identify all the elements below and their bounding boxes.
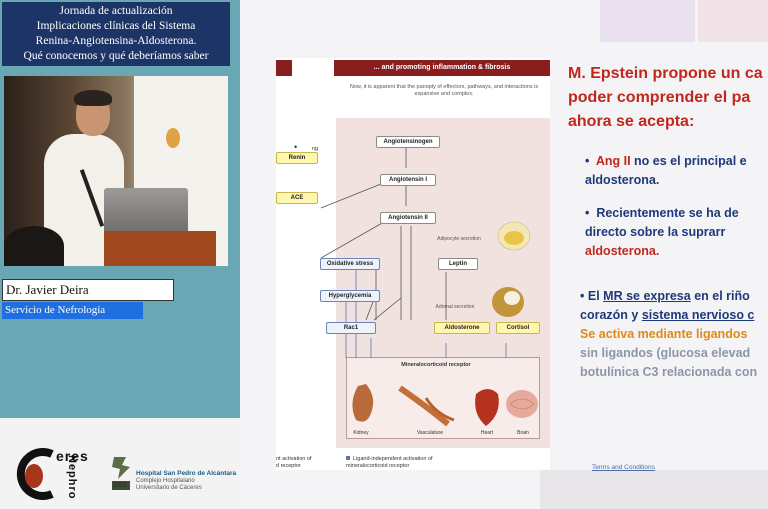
bullet-3: • El MR se expresa en el riño corazón y … — [580, 287, 757, 382]
legend-right-line2: mineralocorticoid receptor — [346, 463, 409, 469]
bullet-3-post: en el riño — [691, 289, 750, 303]
speaker-video — [4, 76, 228, 266]
event-title-line: Implicaciones clínicas del Sistema — [2, 19, 230, 34]
audience-head — [4, 226, 64, 266]
speaker-name: Dr. Javier Deira — [2, 279, 174, 301]
legend-left-line1: nt activation of — [276, 456, 311, 462]
slide-heading-line: M. Epstein propone un ca — [568, 62, 768, 86]
slide-decoration — [600, 0, 695, 42]
bullet-3-line2-pre: corazón y — [580, 308, 642, 322]
event-title-line: Qué conocemos y qué deberíamos saber — [2, 49, 230, 64]
bullet-3-line3: Se activa mediante ligandos — [580, 325, 757, 344]
presentation-slide: ... and promoting inflammation & fibrosi… — [240, 0, 768, 509]
hospital-complex: Complejo Hospitalario — [136, 478, 195, 484]
bullet-2-line3: aldosterona. — [585, 242, 739, 261]
legend-swatch — [346, 456, 350, 460]
legend-left-line2: d receptor — [276, 463, 301, 469]
bullet-1-line1: • Ang II no es el principal e — [585, 152, 747, 171]
organ-illustrations — [276, 58, 550, 470]
bullet-1: • Ang II no es el principal e aldosteron… — [585, 152, 747, 190]
bullet-1-text: no es el principal e — [631, 154, 747, 168]
bullet-3-nervous: sistema nervioso c — [642, 308, 755, 322]
left-panel: Jornada de actualización Implicaciones c… — [0, 0, 240, 509]
bullet-2-text: Recientemente se ha de — [596, 206, 738, 220]
raas-figure: ... and promoting inflammation & fibrosi… — [276, 58, 550, 470]
bullet-1-highlight: Ang II — [596, 154, 631, 168]
slide-heading-line: poder comprender el pa — [568, 86, 768, 110]
event-title: Jornada de actualización Implicaciones c… — [2, 2, 230, 66]
slide-heading: M. Epstein propone un ca poder comprende… — [568, 62, 768, 134]
podium — [104, 231, 216, 266]
event-title-line: Renina-Angiotensina-Aldosterona. — [2, 34, 230, 49]
hospital-name: Hospital San Pedro de Alcántara — [136, 470, 236, 477]
bullet-2-line1: • Recientemente se ha de — [585, 204, 739, 223]
slide-heading-line: ahora se acepta: — [568, 110, 768, 134]
event-title-line: Jornada de actualización — [2, 4, 230, 19]
speaker-role: Servicio de Nefrología — [2, 302, 143, 319]
hospital-university: Universitario de Cáceres — [136, 485, 202, 491]
slide-decoration — [540, 470, 768, 509]
bullet-3-line4: sin ligandos (glucosa elevad — [580, 344, 757, 363]
bullet-3-line1: • El MR se expresa en el riño — [580, 287, 757, 306]
brain-label: Brain — [508, 430, 538, 436]
bullet-3-pre: El — [588, 289, 603, 303]
ses-logo-text: SES — [113, 482, 127, 489]
bullet-3-line2: corazón y sistema nervioso c — [580, 306, 757, 325]
heart-label: Heart — [472, 430, 502, 436]
legend-right-text: Ligand-independent activation of — [353, 456, 433, 462]
vasculature-label: Vasculature — [410, 430, 450, 436]
bullet-2: • Recientemente se ha de directo sobre l… — [585, 204, 739, 261]
bullet-3-mr: MR se expresa — [603, 289, 691, 303]
nephro-logo-text: Nephro — [66, 455, 78, 500]
speaker-hair — [74, 90, 112, 106]
bullet-1-line2: aldosterona. — [585, 171, 747, 190]
laptop — [104, 188, 188, 234]
slide-decoration — [698, 0, 768, 42]
ceres-logo-icon — [14, 444, 56, 504]
terms-link[interactable]: Terms and Conditions — [592, 464, 655, 471]
bullet-2-line2: directo sobre la suprarr — [585, 223, 739, 242]
kidney-label: Kidney — [346, 430, 376, 436]
screen-graphic — [166, 128, 180, 148]
bullet-3-line5: botulínica C3 relacionada con — [580, 363, 757, 382]
legend-right-line1: Ligand-independent activation of — [346, 456, 433, 462]
